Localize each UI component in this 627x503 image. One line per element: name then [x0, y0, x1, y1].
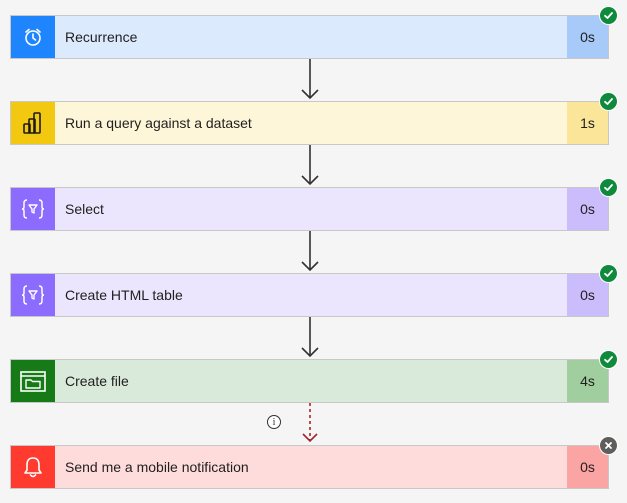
step-create-file[interactable]: Create file 4s: [10, 359, 609, 403]
step-icon-box: [11, 274, 55, 316]
step-duration: 0s: [567, 446, 608, 488]
alarm-clock-icon: [25, 28, 41, 46]
status-success-icon: [600, 351, 617, 368]
step-title: Recurrence: [65, 29, 138, 45]
step-title: Select: [65, 201, 104, 217]
connector-arrow: [301, 145, 319, 186]
step-duration: 0s: [567, 188, 608, 230]
step-duration: 0s: [567, 274, 608, 316]
connector-arrow: [301, 317, 319, 358]
step-send-mobile-notification[interactable]: Send me a mobile notification 0s: [10, 445, 609, 489]
step-icon-box: [11, 102, 55, 144]
connector-arrow: [301, 231, 319, 272]
step-duration: 0s: [567, 16, 608, 58]
data-operation-icon: [21, 285, 45, 305]
status-success-icon: [600, 265, 617, 282]
step-title: Create HTML table: [65, 287, 183, 303]
step-title: Create file: [65, 373, 129, 389]
step-duration: 1s: [567, 102, 608, 144]
status-success-icon: [600, 179, 617, 196]
status-success-icon: [600, 93, 617, 110]
step-icon-box: [11, 16, 55, 58]
step-create-html-table[interactable]: Create HTML table 0s: [10, 273, 609, 317]
connector-arrow: [301, 59, 319, 100]
step-title: Send me a mobile notification: [65, 459, 249, 475]
step-duration: 4s: [567, 360, 608, 402]
step-recurrence[interactable]: Recurrence 0s: [10, 15, 609, 59]
connector-arrow-failed: [302, 403, 318, 443]
file-system-icon: [20, 371, 46, 392]
power-bi-icon: [23, 112, 41, 134]
status-failed-icon: [600, 437, 617, 454]
step-select[interactable]: Select 0s: [10, 187, 609, 231]
info-icon[interactable]: i: [267, 415, 281, 429]
bell-icon: [24, 457, 42, 478]
step-icon-box: [11, 188, 55, 230]
data-operation-icon: [21, 199, 45, 219]
status-success-icon: [600, 7, 617, 24]
step-title: Run a query against a dataset: [65, 115, 252, 131]
step-icon-box: [11, 446, 55, 488]
step-icon-box: [11, 360, 55, 402]
step-run-query[interactable]: Run a query against a dataset 1s: [10, 101, 609, 145]
